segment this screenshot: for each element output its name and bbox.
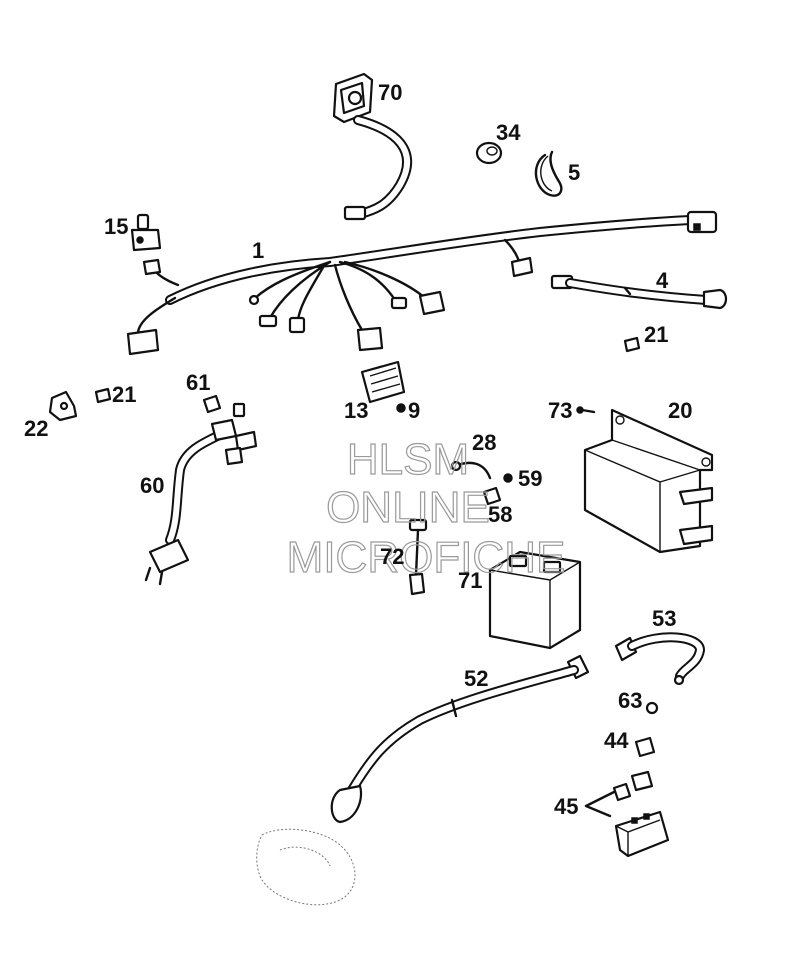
part-59-screw[interactable] [503, 473, 513, 483]
callout-5: 5 [568, 160, 580, 185]
part-5-cable-tie[interactable] [534, 150, 563, 197]
callout-63: 63 [618, 688, 642, 713]
watermark-line-1: HLSM [347, 435, 469, 484]
part-45-relay-box[interactable] [584, 770, 670, 858]
watermark-line-2: ONLINE [326, 483, 490, 532]
callout-71: 71 [458, 568, 482, 593]
callout-53: 53 [652, 606, 676, 631]
part-61-connector-cap[interactable] [202, 394, 246, 418]
part-60-coil-lead[interactable] [144, 418, 258, 586]
part-22-bracket[interactable] [48, 390, 78, 422]
callout-34: 34 [496, 120, 521, 145]
part-21-clip-left[interactable] [94, 387, 112, 404]
part-44-relay-cap[interactable] [634, 736, 656, 758]
callout-28: 28 [472, 430, 496, 455]
part-20-battery-tray[interactable] [583, 408, 714, 554]
part-58-clip[interactable] [482, 486, 502, 506]
callout-58: 58 [488, 502, 512, 527]
callout-4: 4 [656, 268, 669, 293]
callout-13: 13 [344, 398, 368, 423]
part-70-unit[interactable] [332, 72, 412, 221]
part-28-lead[interactable] [450, 460, 492, 480]
callout-61: 61 [186, 370, 210, 395]
part-63-screw[interactable] [645, 701, 659, 715]
callout-72: 72 [380, 544, 404, 569]
callout-9: 9 [408, 398, 420, 423]
callout-73: 73 [548, 398, 572, 423]
callout-labels: 70 34 5 15 1 4 21 21 22 61 13 9 73 20 28… [24, 80, 692, 819]
part-9-screw[interactable] [396, 403, 406, 413]
part-4-sensor-lead[interactable] [550, 274, 728, 310]
part-53-battery-cable[interactable] [614, 632, 706, 686]
part-34-grommet[interactable] [475, 141, 503, 165]
part-13-regulator[interactable] [360, 360, 406, 404]
callout-20: 20 [668, 398, 692, 423]
callout-70: 70 [378, 80, 402, 105]
callout-21-right: 21 [644, 322, 668, 347]
watermark: HLSM ONLINE MICROFICHE [286, 434, 566, 582]
watermark-line-3: MICROFICHE [287, 533, 566, 582]
callout-44: 44 [604, 728, 629, 753]
part-72-fuse-holder[interactable] [408, 518, 428, 596]
part-21-clip-right[interactable] [623, 336, 641, 353]
callout-52: 52 [464, 666, 488, 691]
callout-22: 22 [24, 416, 48, 441]
part-73-bolt[interactable] [576, 406, 596, 414]
callout-59: 59 [518, 466, 542, 491]
callout-21-left: 21 [112, 382, 136, 407]
callout-1: 1 [252, 238, 264, 263]
callout-45: 45 [554, 794, 578, 819]
starter-motor-outline [256, 828, 356, 906]
part-15-switch[interactable] [130, 213, 162, 252]
part-1-main-harness[interactable] [126, 210, 718, 356]
part-71-battery[interactable] [488, 550, 582, 650]
callout-15: 15 [104, 214, 128, 239]
callout-60: 60 [140, 473, 164, 498]
part-52-starter-cable[interactable] [330, 654, 590, 824]
